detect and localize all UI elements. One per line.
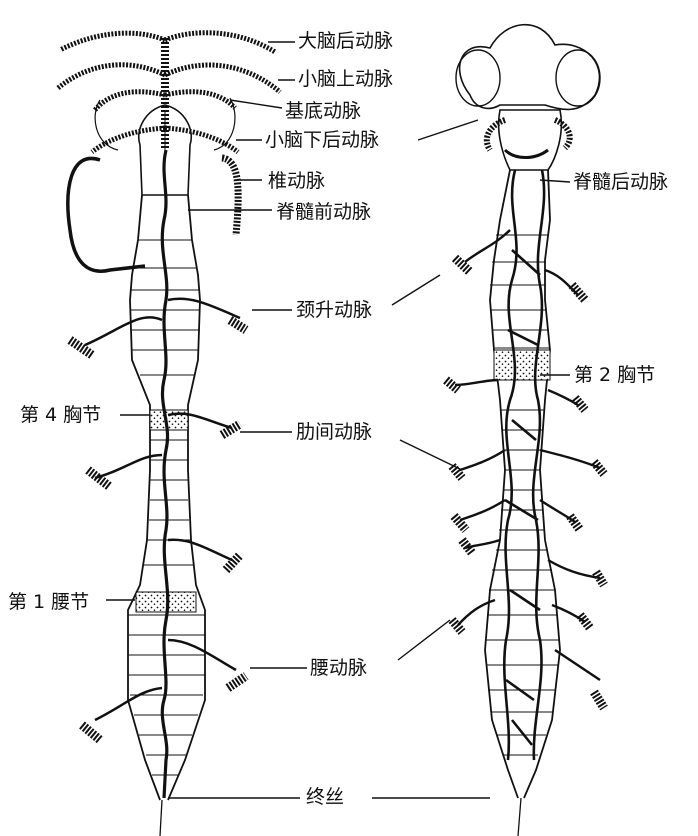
posterior-segment-lines <box>486 235 560 755</box>
label-vertebral-artery: 椎动脉 <box>268 170 325 192</box>
label-posterior-spinal-artery: 脊髓后动脉 <box>573 171 668 193</box>
posterior-brainstem <box>499 110 562 170</box>
posterior-cord-outline-left <box>485 170 518 798</box>
label-posterior-cerebral-artery: 大脑后动脉 <box>298 30 393 52</box>
anterior-cord-outline-left <box>128 195 160 800</box>
posterior-cerebellum-outline <box>460 25 600 110</box>
anterior-segmental-branches <box>85 299 240 720</box>
label-thoracic-segment-4: 第 4 胸节 <box>20 404 101 426</box>
label-posterior-inferior-cerebellar-artery: 小脑下后动脉 <box>265 129 379 151</box>
label-lumbar-artery: 腰动脉 <box>310 657 367 679</box>
anterior-vessel-stubs <box>70 320 246 740</box>
label-intercostal-artery: 肋间动脉 <box>296 421 372 443</box>
label-basilar-artery: 基底动脉 <box>285 100 361 122</box>
label-lumbar-segment-1: 第 1 腰节 <box>8 591 89 613</box>
anterior-cord-outline-right <box>168 195 205 800</box>
anterior-view <box>58 33 280 836</box>
label-ascending-cervical-artery: 颈升动脉 <box>296 299 372 321</box>
posterior-spinal-artery-network <box>504 170 544 760</box>
posterior-segmental-branches <box>455 230 600 680</box>
label-anterior-spinal-artery: 脊髓前动脉 <box>276 201 371 223</box>
posterior-view <box>446 25 604 836</box>
label-thoracic-segment-2: 第 2 胸节 <box>574 364 655 386</box>
anterior-filum-terminale <box>160 800 162 836</box>
posterior-medulla-vessel <box>505 150 548 158</box>
anterior-vertebral-artery-right <box>222 158 238 235</box>
posterior-filum-terminale <box>518 798 521 836</box>
anterior-spinal-artery-trunk <box>162 150 167 798</box>
label-superior-cerebellar-artery: 小脑上动脉 <box>298 68 393 90</box>
anterior-vertebral-artery-left <box>68 158 145 271</box>
label-filum-terminale: 终丝 <box>306 786 344 808</box>
